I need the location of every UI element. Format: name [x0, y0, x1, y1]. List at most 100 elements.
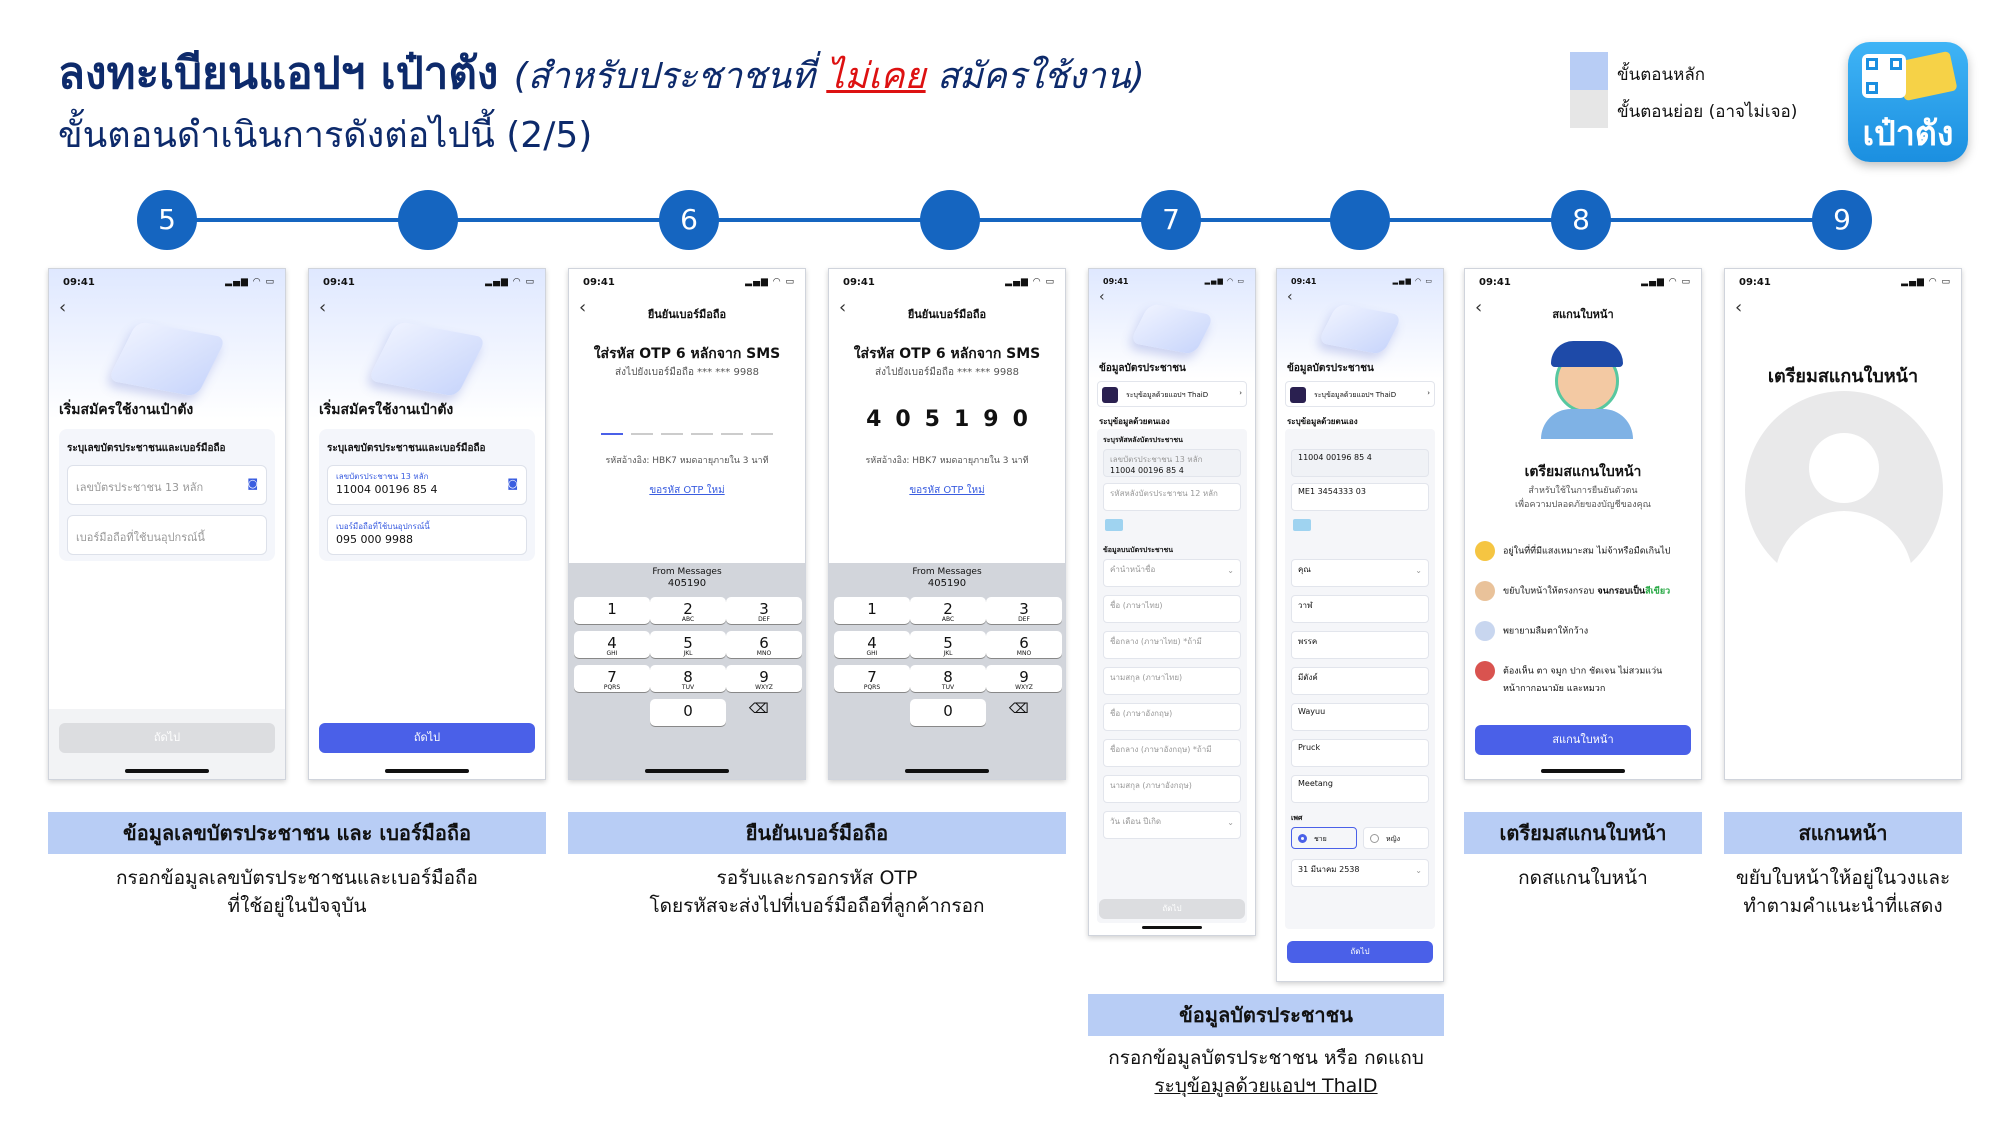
gender-male-radio[interactable]: ชาย: [1291, 827, 1357, 849]
back-code-field[interactable]: รหัสหลังบัตรประชาชน 12 หลัก: [1103, 483, 1241, 511]
step-desc-id-phone: กรอกข้อมูลเลขบัตรประชาชนและเบอร์มือถือที…: [116, 867, 478, 917]
first-name-en-field[interactable]: Wayuu: [1291, 703, 1429, 731]
step-label-prepare-scan: เตรียมสแกนใบหน้า: [1464, 812, 1702, 854]
next-button[interactable]: ถัดไป: [1287, 941, 1433, 963]
birthdate-select[interactable]: 31 มีนาคม 2538⌄: [1291, 859, 1429, 887]
resend-otp-link[interactable]: ขอรหัส OTP ใหม่: [909, 485, 985, 496]
back-arrow-icon[interactable]: ‹: [839, 297, 847, 318]
back-arrow-icon[interactable]: ‹: [1287, 289, 1293, 305]
next-button-disabled[interactable]: ถัดไป: [59, 723, 275, 753]
thaid-option[interactable]: ระบุข้อมูลด้วยแอปฯ ThaiD›: [1285, 381, 1435, 407]
backspace-icon[interactable]: ⌫: [749, 701, 769, 717]
first-name-en-field[interactable]: ชื่อ (ภาษาอังกฤษ): [1103, 703, 1241, 731]
title-main: ลงทะเบียนแอปฯ เป๋าตัง: [58, 48, 499, 99]
title-prefix-select[interactable]: คุณ⌄: [1291, 559, 1429, 587]
resend-otp-link[interactable]: ขอรหัส OTP ใหม่: [649, 485, 725, 496]
status-time: 09:41: [1479, 277, 1511, 288]
tip-no-glasses: ต้องเห็น ตา จมูก ปาก ชัดเจน ไม่สวมแว่นหน…: [1475, 661, 1691, 695]
radio-selected-icon: [1298, 834, 1307, 843]
face-icon: [1475, 581, 1495, 601]
form-label: ระบุเลขบัตรประชาชนและเบอร์มือถือ: [67, 443, 226, 454]
middle-name-en-field[interactable]: Pruck: [1291, 739, 1429, 767]
status-icons: ▂▄▆ ◠ ▭: [485, 277, 535, 287]
otp-slot[interactable]: [751, 433, 773, 435]
last-name-th-field[interactable]: นามสกุล (ภาษาไทย): [1103, 667, 1241, 695]
step-label-id-phone: ข้อมูลเลขบัตรประชาชน และ เบอร์มือถือ: [48, 812, 546, 854]
back-arrow-icon[interactable]: ‹: [1475, 297, 1483, 318]
no-glasses-icon: [1475, 661, 1495, 681]
scan-face-button[interactable]: สแกนใบหน้า: [1475, 725, 1691, 755]
chevron-right-icon: ›: [1427, 389, 1430, 397]
key-1[interactable]: 1: [574, 597, 650, 624]
next-button[interactable]: ถัดไป: [319, 723, 535, 753]
key-0[interactable]: 0: [650, 699, 726, 726]
gender-female-radio[interactable]: หญิง: [1363, 827, 1429, 849]
backspace-icon[interactable]: ⌫: [1009, 701, 1029, 717]
status-icons: ▂▄▆ ◠ ▭: [1392, 277, 1433, 285]
home-indicator: [1142, 926, 1202, 929]
back-arrow-icon[interactable]: ‹: [1735, 297, 1743, 318]
title-prefix-select[interactable]: คำนำหน้าชื่อ⌄: [1103, 559, 1241, 587]
home-indicator: [385, 769, 469, 773]
otp-slot[interactable]: [661, 433, 683, 435]
back-arrow-icon[interactable]: ‹: [319, 297, 327, 318]
last-name-th-field[interactable]: มีตังค์: [1291, 667, 1429, 695]
middle-name-en-field[interactable]: ชื่อกลาง (ภาษาอังกฤษ) *ถ้ามี: [1103, 739, 1241, 767]
back-code-field[interactable]: ME1 3454333 03: [1291, 483, 1429, 511]
otp-slot[interactable]: [631, 433, 653, 435]
chevron-down-icon: ⌄: [1227, 818, 1234, 827]
otp-slot[interactable]: [601, 433, 623, 435]
last-name-en-field[interactable]: นามสกุล (ภาษาอังกฤษ): [1103, 775, 1241, 803]
avatar-body-icon: [1775, 511, 1913, 589]
first-name-th-field[interactable]: ชื่อ (ภาษาไทย): [1103, 595, 1241, 623]
first-name-th-field[interactable]: วาฬ: [1291, 595, 1429, 623]
thaid-option[interactable]: ระบุข้อมูลด้วยแอปฯ ThaiD›: [1097, 381, 1247, 407]
last-name-en-field[interactable]: Meetang: [1291, 775, 1429, 803]
next-button-disabled[interactable]: ถัดไป: [1099, 899, 1245, 919]
key-0[interactable]: 0: [910, 699, 986, 726]
back-arrow-icon[interactable]: ‹: [579, 297, 587, 318]
id-card-input[interactable]: เลขบัตรประชาชน 13 หลัก◙: [67, 465, 267, 505]
back-arrow-icon[interactable]: ‹: [1099, 289, 1105, 305]
camera-icon[interactable]: ◙: [507, 477, 518, 490]
otp-input-filled[interactable]: 405190: [866, 407, 1042, 432]
step-desc-id-card: กรอกข้อมูลบัตรประชาชน หรือ กดแถบระบุข้อม…: [1108, 1047, 1424, 1097]
otp-slot[interactable]: [691, 433, 713, 435]
birthdate-select[interactable]: วัน เดือน ปีเกิด⌄: [1103, 811, 1241, 839]
otp-slot[interactable]: [721, 433, 743, 435]
step-node-8: 8: [1551, 190, 1611, 250]
back-arrow-icon[interactable]: ‹: [59, 297, 67, 318]
middle-name-th-field[interactable]: ชื่อกลาง (ภาษาไทย) *ถ้ามี: [1103, 631, 1241, 659]
key-1[interactable]: 1: [834, 597, 910, 624]
camera-icon[interactable]: ◙: [247, 477, 258, 490]
title-sub-pre: (สำหรับประชาชนที่: [513, 56, 815, 97]
phone-screen-3: 09:41 ▂▄▆ ◠ ▭ ‹ ยืนยันเบอร์มือถือ ใส่รหั…: [568, 268, 806, 780]
middle-name-th-field[interactable]: พรรค: [1291, 631, 1429, 659]
phone-input[interactable]: เบอร์มือถือที่ใช้บนอุปกรณ์นี้: [67, 515, 267, 555]
phone-input[interactable]: เบอร์มือถือที่ใช้บนอุปกรณ์นี้095 000 998…: [327, 515, 527, 555]
otp-reference: รหัสอ้างอิง: HBK7 หมดอายุภายใน 3 นาที: [605, 456, 769, 466]
status-icons: ▂▄▆ ◠ ▭: [1901, 277, 1951, 287]
lightbulb-icon: [1475, 541, 1495, 561]
paotang-logo: เป๋าตัง: [1848, 42, 1968, 162]
